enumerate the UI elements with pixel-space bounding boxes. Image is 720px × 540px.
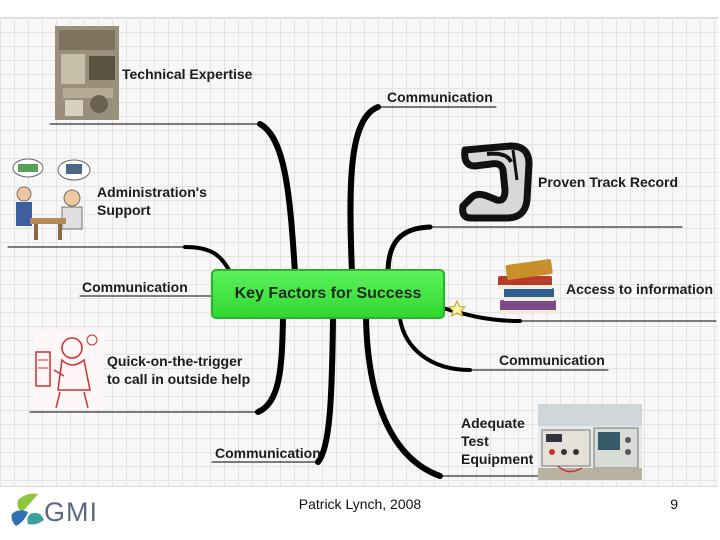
label-communication-left: Communication — [82, 279, 188, 295]
branch-proven-track-record — [385, 224, 433, 276]
label-adequate-test-equipment: Adequate Test Equipment — [461, 415, 534, 467]
branch-adequate-test-equipment — [363, 316, 443, 479]
branch-technical-expertise — [257, 121, 298, 276]
test-equipment-photo — [538, 404, 642, 480]
mind-map-branches — [7, 104, 717, 479]
technical-expertise-photo — [55, 26, 119, 120]
access-to-information-books — [496, 256, 562, 318]
label-communication-bottom: Communication — [215, 445, 321, 461]
label-communication-top: Communication — [387, 89, 493, 105]
star-icon — [447, 299, 467, 318]
quick-on-the-trigger-illustration — [34, 330, 104, 410]
branch-communication-bottom — [315, 316, 336, 465]
branch-quick-on-the-trigger — [255, 316, 286, 415]
gmi-logo-icon — [11, 493, 44, 526]
label-administration-support: Administration's Support — [97, 184, 207, 218]
administration-support-illustration — [8, 158, 94, 244]
footer-author: Patrick Lynch, 2008 — [298, 496, 422, 512]
logo-text: GMI — [44, 497, 98, 527]
label-quick-on-the-trigger: Quick-on-the-trigger to call in outside … — [107, 353, 251, 387]
branch-communication-top — [347, 104, 381, 276]
center-node: Key Factors for Success — [211, 269, 445, 319]
center-node-label: Key Factors for Success — [234, 285, 422, 302]
label-technical-expertise: Technical Expertise — [122, 66, 253, 82]
label-proven-track-record: Proven Track Record — [538, 174, 679, 190]
branch-communication-right — [398, 317, 472, 372]
label-access-to-information: Access to information — [566, 281, 714, 297]
page-number: 9 — [670, 496, 678, 512]
label-communication-right: Communication — [499, 352, 605, 368]
mind-map-canvas: Technical Expertise Communication Proven… — [0, 17, 718, 487]
branch-access-to-information — [441, 306, 522, 323]
proven-track-record-racetrack — [457, 140, 537, 224]
